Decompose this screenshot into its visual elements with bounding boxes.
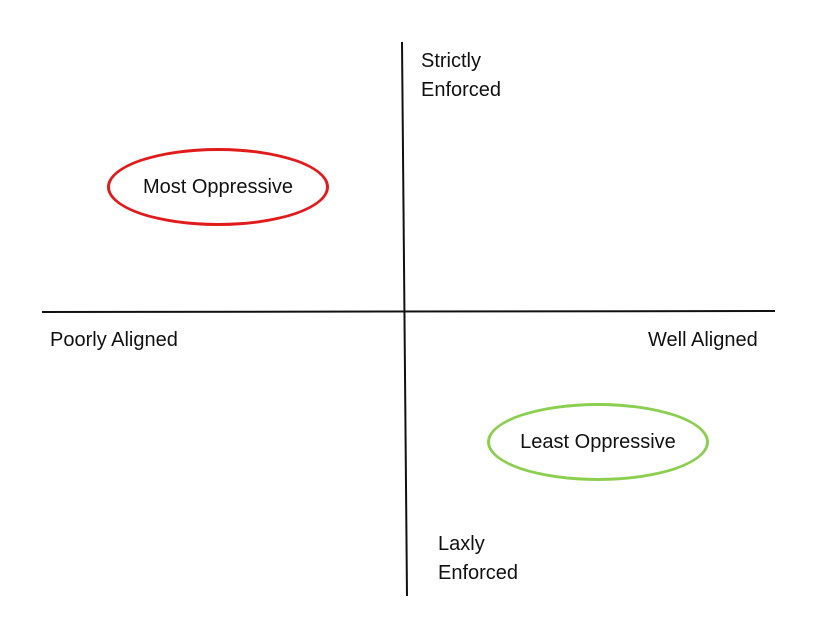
vertical-axis bbox=[401, 41, 408, 597]
most-oppressive-ellipse: Most Oppressive bbox=[107, 148, 329, 226]
bottom-label-line1: Laxly bbox=[438, 533, 485, 555]
poorly-aligned-label: Poorly Aligned bbox=[50, 329, 178, 351]
strictly-enforced-label: Strictly Enforced bbox=[421, 47, 501, 105]
well-aligned-label: Well Aligned bbox=[648, 329, 758, 351]
top-label-line2: Enforced bbox=[421, 79, 502, 101]
laxly-enforced-label: Laxly Enforced bbox=[438, 530, 518, 588]
least-oppressive-label: Least Oppressive bbox=[520, 430, 676, 453]
least-oppressive-ellipse: Least Oppressive bbox=[487, 403, 709, 481]
most-oppressive-label: Most Oppressive bbox=[142, 175, 294, 198]
horizontal-axis bbox=[41, 310, 776, 313]
bottom-label-line2: Enforced bbox=[438, 562, 519, 584]
top-label-line1: Strictly bbox=[421, 50, 481, 72]
